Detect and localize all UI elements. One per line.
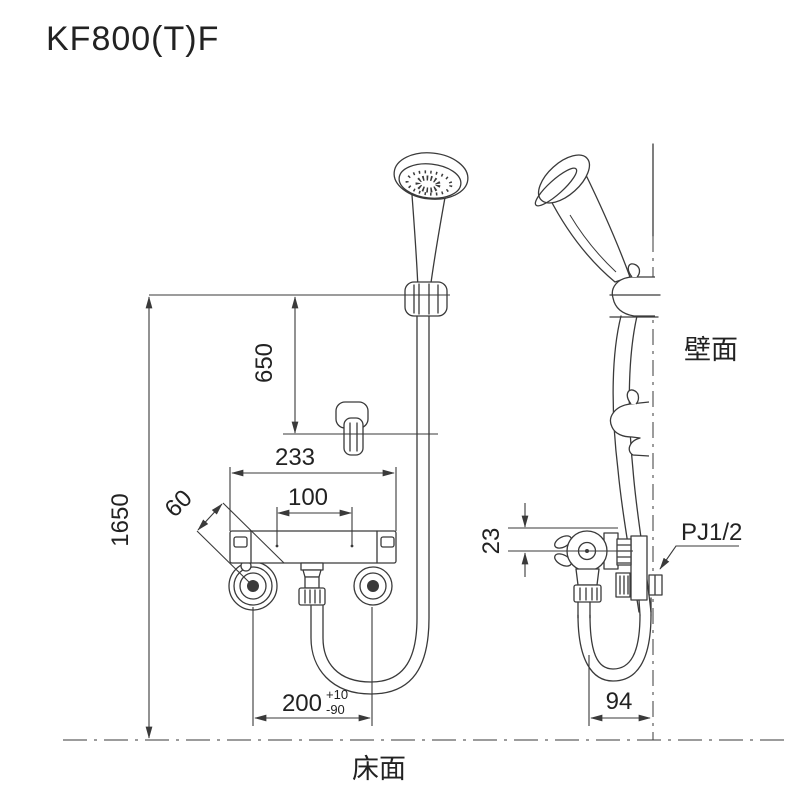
dim-100-text: 100	[288, 484, 328, 511]
label-floor-surface: 床面	[352, 754, 406, 784]
union-nut-side	[616, 538, 632, 566]
dim-94-text: 94	[606, 688, 633, 715]
dim-23-text: 23	[478, 528, 505, 555]
shower-head-side	[534, 154, 591, 207]
front-view	[228, 152, 469, 695]
shower-handle-front	[411, 191, 447, 291]
hose-hook-side	[609, 389, 650, 457]
wall-plate-side	[630, 535, 648, 601]
shower-handle-side-line	[569, 214, 617, 273]
shower-head-front	[393, 152, 469, 200]
faucet-body-front	[229, 530, 397, 564]
reference-lines	[63, 143, 788, 741]
shower-holder-side	[609, 263, 661, 318]
mount-hatch-side	[615, 572, 631, 598]
shower-hose-front	[310, 315, 430, 695]
dim-233-text: 233	[275, 444, 315, 471]
faucet-front	[228, 530, 397, 611]
dim-233: 233	[229, 444, 397, 531]
dim-200: 200 +10 -90	[252, 607, 373, 726]
shower-hose-side-loop	[577, 597, 652, 682]
label-pipe-thread: PJ1/2	[681, 519, 742, 546]
label-wall-surface: 壁面	[684, 335, 738, 365]
labels: KF800(T)F 壁面 床面	[46, 20, 738, 784]
hose-hook-front	[335, 401, 369, 456]
page-title: KF800(T)F	[46, 20, 219, 58]
outlet-front	[298, 562, 326, 606]
dim-200-tol-minus: -90	[326, 702, 345, 717]
dim-1650: 1650	[107, 296, 153, 739]
dim-650: 650	[251, 296, 299, 434]
dim-650-text: 650	[251, 343, 278, 383]
faucet-side	[554, 530, 663, 603]
dim-200-text: 200	[282, 690, 322, 717]
spray-dots-ring	[405, 170, 453, 196]
handle-slot-left	[233, 536, 248, 548]
handle-slot-right	[380, 536, 395, 548]
dim-94: 94	[588, 655, 651, 726]
dim-100: 100	[275, 484, 354, 548]
spray-dots-center	[415, 175, 441, 193]
faucet-leg-right-front	[353, 566, 393, 606]
shower-holder-front	[404, 281, 448, 317]
outlet-side	[573, 568, 602, 603]
dim-60-text: 60	[160, 485, 198, 523]
dim-23: 23	[478, 503, 633, 577]
dim-1650-text: 1650	[107, 493, 134, 546]
pj-leader: PJ1/2	[659, 519, 742, 570]
dimensions: 1650 650 233 100 60	[107, 294, 742, 739]
dim-200-tol-plus: +10	[326, 687, 348, 702]
side-view	[534, 154, 663, 682]
